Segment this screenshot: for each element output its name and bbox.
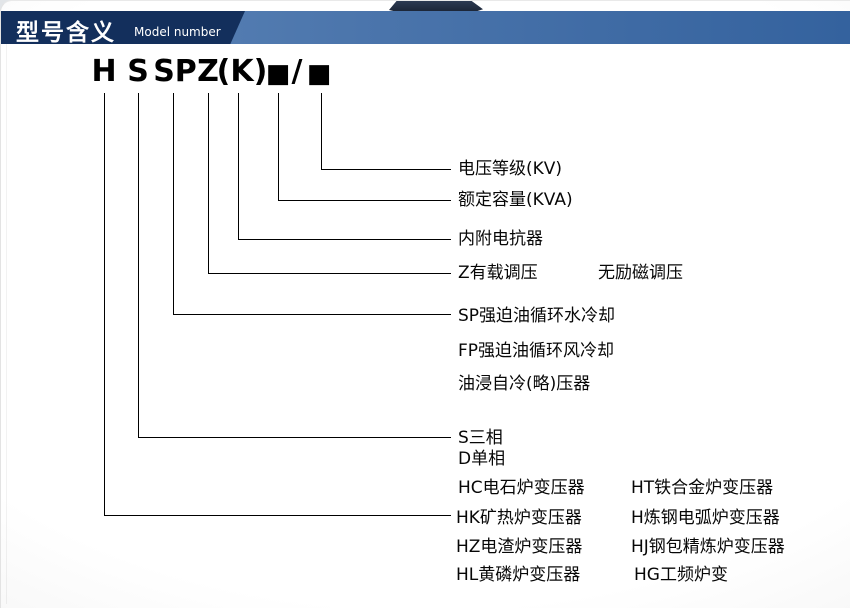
code-letter-s: S <box>127 54 149 89</box>
leader-hline-capacity <box>278 200 451 201</box>
section-title-en: Model number <box>134 25 221 39</box>
label-rated-capacity: 额定容量(KVA) <box>458 189 573 210</box>
leader-hline-h <box>104 515 451 516</box>
section-header: 型号含义 Model number <box>1 11 850 44</box>
label-voltage-class: 电压等级(KV) <box>458 158 563 179</box>
label-phase-three: S三相 <box>458 427 503 448</box>
leader-hline-sp <box>173 314 451 315</box>
label-built-in-reactor: 内附电抗器 <box>458 228 543 249</box>
leader-vline-voltage <box>321 93 322 169</box>
label-off-circuit-regulation: 无励磁调压 <box>598 262 683 283</box>
label-type-hc: HC电石炉变压器 <box>458 477 585 498</box>
code-placeholder-box-2: ■ <box>306 59 332 89</box>
label-cooling-sp: SP强迫油循环水冷却 <box>458 305 616 326</box>
leader-hline-s <box>138 437 451 438</box>
leader-vline-k <box>238 93 239 239</box>
label-cooling-fp: FP强迫油循环风冷却 <box>458 340 615 361</box>
leader-vline-sp <box>173 93 174 314</box>
leader-vline-z <box>208 93 209 273</box>
page-left-edge <box>6 44 7 604</box>
label-type-ht: HT铁合金炉变压器 <box>631 477 774 498</box>
code-placeholder-box-1: ■ <box>265 59 291 89</box>
label-phase-single: D单相 <box>458 448 506 469</box>
leader-vline-h <box>104 93 105 515</box>
label-type-hk: HK矿热炉变压器 <box>456 507 582 528</box>
code-letter-z: Z <box>197 54 219 89</box>
code-letter-h: H <box>91 54 117 89</box>
leader-vline-capacity <box>278 93 279 200</box>
section-title-cn: 型号含义 <box>16 20 116 46</box>
leader-hline-k <box>238 239 451 240</box>
leader-vline-s <box>138 93 139 437</box>
leader-hline-z <box>208 273 451 274</box>
label-on-load-regulation: Z有载调压 <box>458 262 538 283</box>
leader-hline-voltage <box>321 169 451 170</box>
label-type-hz: HZ电渣炉变压器 <box>456 536 583 557</box>
label-type-hg: HG工频炉变 <box>634 564 728 585</box>
label-type-hl: HL黄磷炉变压器 <box>456 564 581 585</box>
code-letters-sp: SP <box>153 54 197 89</box>
label-type-hj: HJ钢包精炼炉变压器 <box>631 536 785 557</box>
section-header-dark-band: 型号含义 Model number <box>1 11 245 44</box>
code-letter-k: (K) <box>216 54 268 89</box>
code-slash: / <box>291 54 303 89</box>
label-cooling-onan: 油浸自冷(略)压器 <box>458 373 591 394</box>
label-type-h: H炼钢电弧炉变压器 <box>631 507 780 528</box>
